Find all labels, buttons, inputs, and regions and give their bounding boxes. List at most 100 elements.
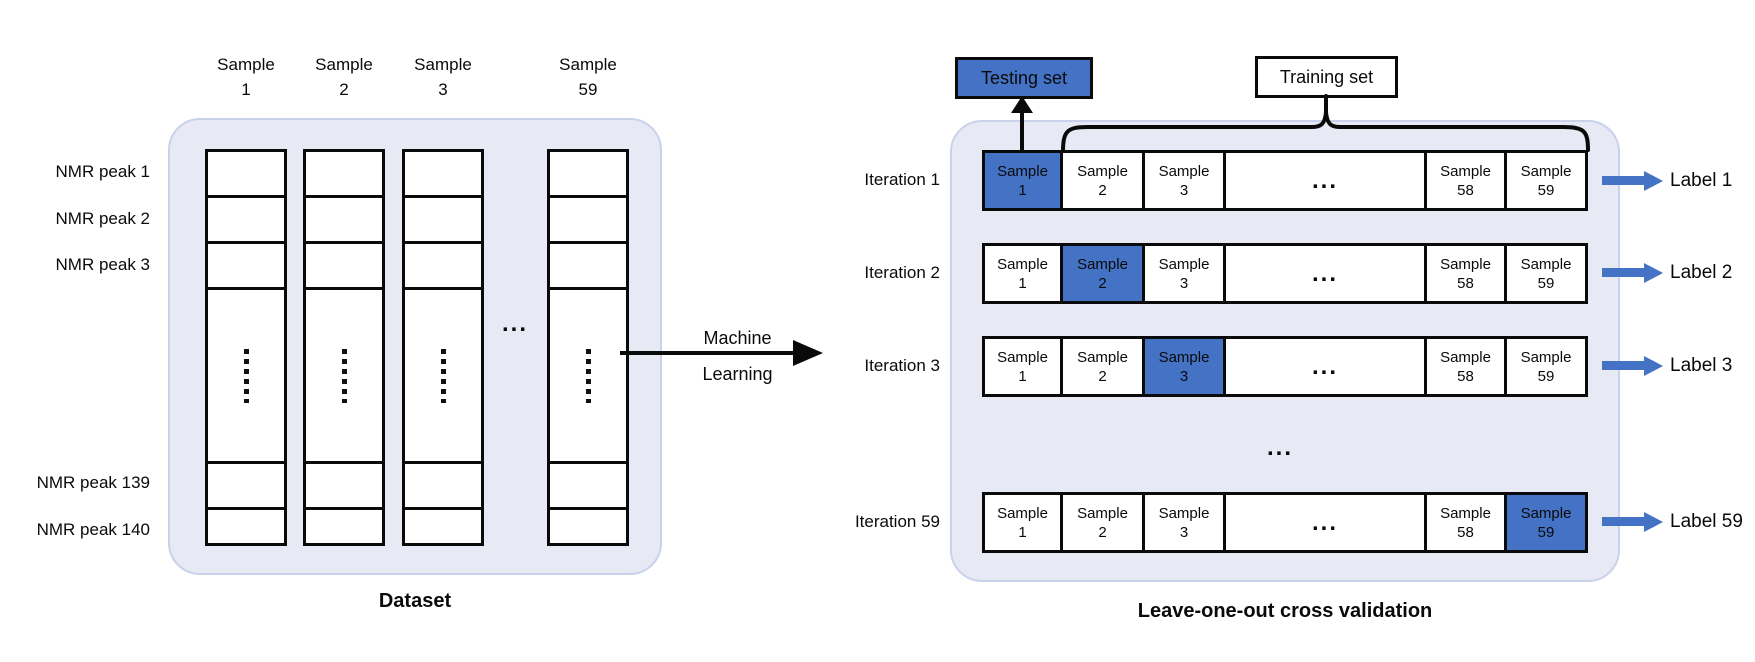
sample-cell-ellipsis: ... (1223, 492, 1427, 553)
data-cell-ellipsis (208, 287, 284, 461)
data-cell (550, 507, 626, 543)
data-cell (405, 461, 481, 507)
data-cell (306, 241, 382, 287)
sample-column-2 (303, 149, 385, 546)
sample-cell-ellipsis: ... (1223, 243, 1427, 304)
data-cell (306, 195, 382, 241)
row-label-nmr-peak-2: NMR peak 2 (55, 209, 150, 228)
iteration-2-label: Iteration 2 (864, 263, 940, 282)
data-cell (208, 152, 284, 195)
iteration-3-label: Iteration 3 (864, 356, 940, 375)
data-cell (208, 507, 284, 543)
sample-column-1 (205, 149, 287, 546)
column-header-word: Sample (217, 55, 275, 74)
training-set-brace-icon (1061, 94, 1590, 154)
data-cell (405, 195, 481, 241)
label-arrowhead-icon (1644, 263, 1663, 283)
label-arrow-icon (1602, 268, 1644, 277)
dataset-caption: Dataset (378, 590, 452, 612)
data-cell (405, 507, 481, 543)
data-cell (306, 507, 382, 543)
data-cell (550, 241, 626, 287)
data-cell (208, 195, 284, 241)
dataset-column-header-59: Sample 59 (546, 52, 630, 102)
column-header-word: Sample (559, 55, 617, 74)
loocv-caption: Leave-one-out cross validation (1137, 600, 1433, 622)
sample-column-59 (547, 149, 629, 546)
data-cell (405, 152, 481, 195)
data-cell (306, 461, 382, 507)
dataset-column-header-3: Sample 3 (401, 52, 485, 102)
sample-cell-ellipsis: ... (1223, 150, 1427, 211)
vertical-ellipsis-icon (341, 348, 347, 403)
column-header-number: 3 (438, 80, 448, 99)
output-label-1: Label 1 (1670, 170, 1733, 191)
column-header-number: 1 (241, 80, 251, 99)
row-label-nmr-peak-1: NMR peak 1 (55, 162, 150, 181)
output-label-2: Label 2 (1670, 262, 1733, 283)
data-cell (208, 241, 284, 287)
label-arrow-icon (1602, 517, 1644, 526)
iterations-ellipsis: ... (1266, 434, 1293, 461)
data-cell (405, 241, 481, 287)
label-arrow-icon (1602, 176, 1644, 185)
label-arrowhead-icon (1644, 171, 1663, 191)
column-header-word: Sample (315, 55, 373, 74)
iteration-59-label: Iteration 59 (854, 512, 940, 531)
column-header-word: Sample (414, 55, 472, 74)
dataset-column-header-2: Sample 2 (302, 52, 386, 102)
data-cell (208, 461, 284, 507)
column-header-number: 2 (339, 80, 349, 99)
vertical-ellipsis-icon (585, 348, 591, 403)
output-label-59: Label 59 (1670, 511, 1743, 532)
machine-learning-label-line1: Machine (703, 328, 772, 348)
columns-ellipsis: ... (501, 310, 528, 337)
data-cell-ellipsis (550, 287, 626, 461)
data-cell (550, 195, 626, 241)
label-arrow-icon (1602, 361, 1644, 370)
testing-set-arrowhead-icon (1011, 96, 1033, 113)
data-cell (306, 152, 382, 195)
dataset-column-header-1: Sample 1 (204, 52, 288, 102)
vertical-ellipsis-icon (440, 348, 446, 403)
row-label-nmr-peak-140: NMR peak 140 (36, 520, 150, 539)
machine-learning-arrow-icon (620, 351, 795, 355)
label-arrowhead-icon (1644, 356, 1663, 376)
machine-learning-arrowhead-icon (793, 340, 823, 366)
label-arrowhead-icon (1644, 512, 1663, 532)
vertical-ellipsis-icon (243, 348, 249, 403)
data-cell-ellipsis (405, 287, 481, 461)
sample-cell-ellipsis: ... (1223, 336, 1427, 397)
data-cell (550, 152, 626, 195)
data-cell (550, 461, 626, 507)
row-label-nmr-peak-3: NMR peak 3 (55, 255, 150, 274)
machine-learning-label-line2: Learning (702, 364, 773, 384)
testing-set-arrow-icon (1020, 112, 1024, 152)
row-label-nmr-peak-139: NMR peak 139 (36, 473, 150, 492)
data-cell-ellipsis (306, 287, 382, 461)
column-header-number: 59 (578, 80, 598, 99)
output-label-3: Label 3 (1670, 355, 1733, 376)
